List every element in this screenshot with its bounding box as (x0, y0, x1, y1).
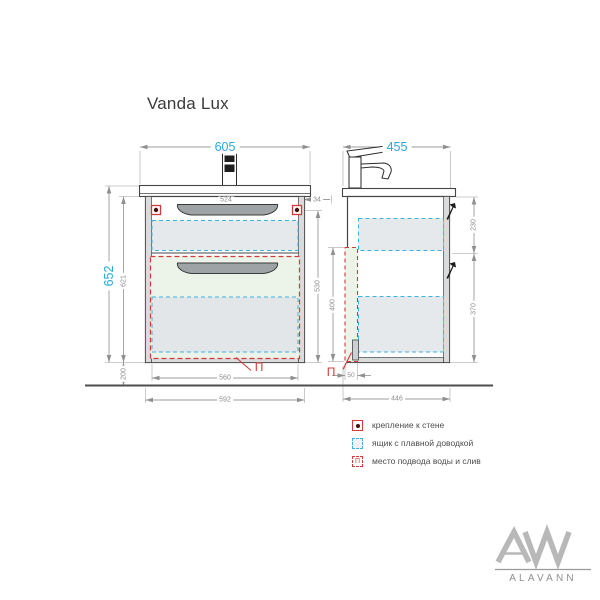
dim-side-supply-width: 50 (346, 371, 356, 379)
legend-item-water-supply: П место подвода воды и слив (352, 456, 481, 467)
legend-label: крепление к стене (372, 420, 445, 431)
top-drawer-handle (176, 204, 279, 216)
product-title: Vanda Lux (147, 94, 229, 113)
side-view (328, 144, 478, 402)
front-supply-marker: П (254, 360, 264, 374)
side-water-supply-zone (344, 246, 359, 363)
side-handle-hook-bottom (446, 262, 456, 279)
dim-front-mount-offset: 34 (311, 196, 323, 203)
dim-side-bottom-drawer: 370 (470, 301, 478, 317)
side-drawer-step (352, 339, 359, 361)
side-bottom-drawer-zone (358, 296, 444, 353)
legend-label: ящик с плавной доводкой (372, 438, 474, 449)
dim-front-width: 605 (210, 141, 240, 154)
dim-front-width-body: 592 (217, 396, 233, 404)
dim-front-height-cabinet: 621 (120, 273, 127, 289)
front-bottom-drawer-zone (151, 296, 299, 353)
logo-name: ALAVANN (509, 573, 577, 584)
dim-side-supply-height: 400 (329, 297, 337, 313)
front-supply-leader (235, 357, 252, 371)
dim-side-depth: 455 (382, 141, 412, 154)
wall-mount-left (150, 204, 162, 216)
water-supply-swatch-icon: П (352, 456, 363, 467)
side-supply-leader (342, 352, 352, 370)
wall-mount-swatch-icon (352, 420, 363, 431)
side-countertop (341, 187, 457, 198)
dim-front-mount-span: 524 (218, 196, 234, 203)
soft-close-drawer-swatch-icon (352, 438, 363, 449)
front-view (105, 144, 332, 403)
dim-front-width-inner: 560 (217, 374, 233, 382)
dim-front-mount-to-bottom: 530 (314, 278, 322, 294)
legend: крепление к стене ящик с плавной доводко… (352, 420, 481, 467)
wall-mount-right (291, 204, 303, 216)
alavann-logo: ALAVANN (495, 524, 591, 584)
dim-side-top-drawer: 230 (470, 217, 478, 233)
legend-item-wall-mount: крепление к стене (352, 420, 481, 431)
legend-label: место подвода воды и слив (372, 456, 481, 467)
alavann-monogram (495, 524, 572, 570)
side-supply-marker: П (326, 365, 336, 379)
dim-side-depth-body: 446 (389, 395, 405, 403)
dim-front-height-total: 652 (102, 261, 116, 291)
dim-front-floor-gap: 200 (120, 366, 127, 382)
faucet-front-icon (222, 151, 237, 187)
front-top-drawer-zone (151, 220, 299, 251)
front-countertop (138, 184, 312, 198)
bottom-drawer-handle (176, 262, 279, 274)
legend-item-soft-close-drawer: ящик с плавной доводкой (352, 438, 481, 449)
side-handle-hook-top (446, 203, 456, 220)
side-top-drawer-zone (358, 218, 444, 251)
